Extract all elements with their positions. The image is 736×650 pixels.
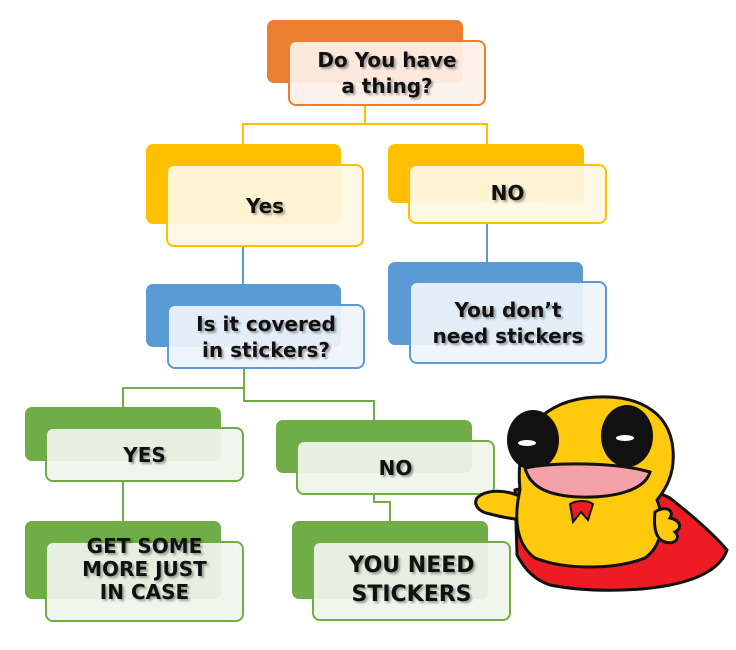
covered-no-result-label: YOU NEED STICKERS	[348, 553, 475, 607]
root-node: Do You have a thing?	[288, 40, 486, 106]
yes-node-label: Yes	[245, 193, 285, 218]
connector-root-children	[242, 106, 366, 145]
covered-no-result-node: YOU NEED STICKERS	[312, 541, 511, 621]
covered-yes-node-label: YES	[123, 442, 166, 467]
mascot-right-eye-highlight	[616, 435, 634, 441]
mascot-mouth	[523, 462, 652, 499]
connector-question-yes	[122, 369, 245, 408]
connector-question-no	[243, 388, 375, 421]
covered-yes-node: YES	[45, 427, 244, 482]
connector-no-result-green	[373, 495, 391, 522]
no-node: NO	[408, 164, 607, 224]
question-node-label: Is it covered in stickers?	[196, 311, 336, 362]
no-result-node-label: You don’t need stickers	[432, 297, 584, 348]
no-node-label: NO	[490, 181, 525, 205]
yes-node: Yes	[166, 164, 364, 247]
question-node: Is it covered in stickers?	[167, 304, 365, 369]
covered-no-node-label: NO	[378, 455, 413, 480]
no-result-node: You don’t need stickers	[409, 281, 607, 364]
connector-root-no	[365, 123, 488, 145]
mascot-character	[474, 395, 729, 592]
covered-no-node: NO	[296, 440, 495, 495]
covered-yes-result-node: GET SOME MORE JUST IN CASE	[45, 535, 244, 622]
mascot-neckerchief	[568, 500, 595, 525]
mascot-left-eye	[507, 410, 559, 470]
mascot-left-eye-highlight	[518, 440, 536, 446]
root-node-label: Do You have a thing?	[317, 48, 457, 98]
covered-yes-result-label: GET SOME MORE JUST IN CASE	[82, 534, 207, 604]
mascot-hand	[653, 507, 682, 545]
